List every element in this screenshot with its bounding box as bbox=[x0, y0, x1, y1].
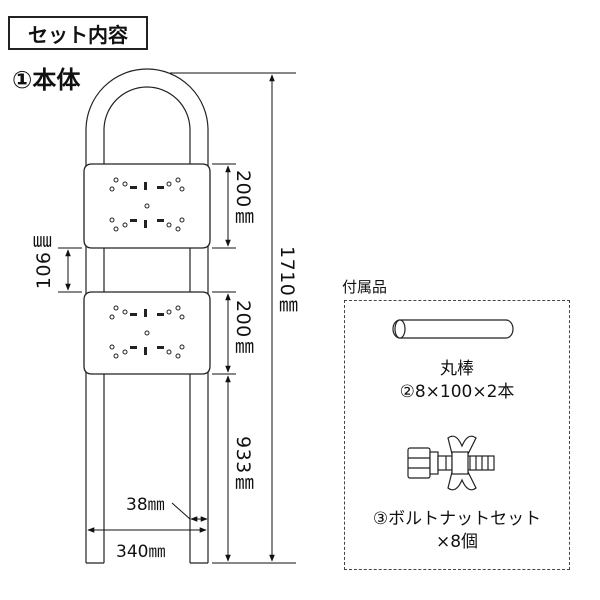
bottom-plate bbox=[83, 291, 211, 375]
rod-spec: ②8×100×2本 bbox=[399, 382, 515, 402]
plate-top-height-label: 200㎜ bbox=[232, 170, 254, 228]
dimension-lines bbox=[58, 72, 296, 564]
section-label: セット内容 bbox=[28, 22, 128, 47]
overall-width-label: 340㎜ bbox=[116, 542, 166, 562]
stand-frame bbox=[85, 68, 209, 564]
bolt-nut-illustration bbox=[407, 435, 495, 491]
plate-gap-label: 106㎜ bbox=[33, 232, 55, 290]
leg-length-label: 933㎜ bbox=[232, 436, 254, 494]
rod-name: 丸棒 bbox=[440, 359, 474, 379]
accessories-box bbox=[344, 300, 570, 570]
top-plate bbox=[83, 163, 211, 249]
accessories-title: 付属品 bbox=[342, 278, 388, 296]
bolt-name: ③ボルトナットセット bbox=[372, 509, 542, 529]
main-unit-title: ①本体 bbox=[12, 66, 81, 94]
section-label-box: セット内容 bbox=[8, 16, 148, 50]
total-height-label: 1710㎜ bbox=[276, 246, 298, 316]
pipe-width-label: 38㎜ bbox=[126, 495, 165, 515]
rod-illustration bbox=[392, 319, 514, 339]
plate-bottom-height-label: 200㎜ bbox=[232, 300, 254, 358]
bolt-qty: ×8個 bbox=[435, 532, 479, 552]
